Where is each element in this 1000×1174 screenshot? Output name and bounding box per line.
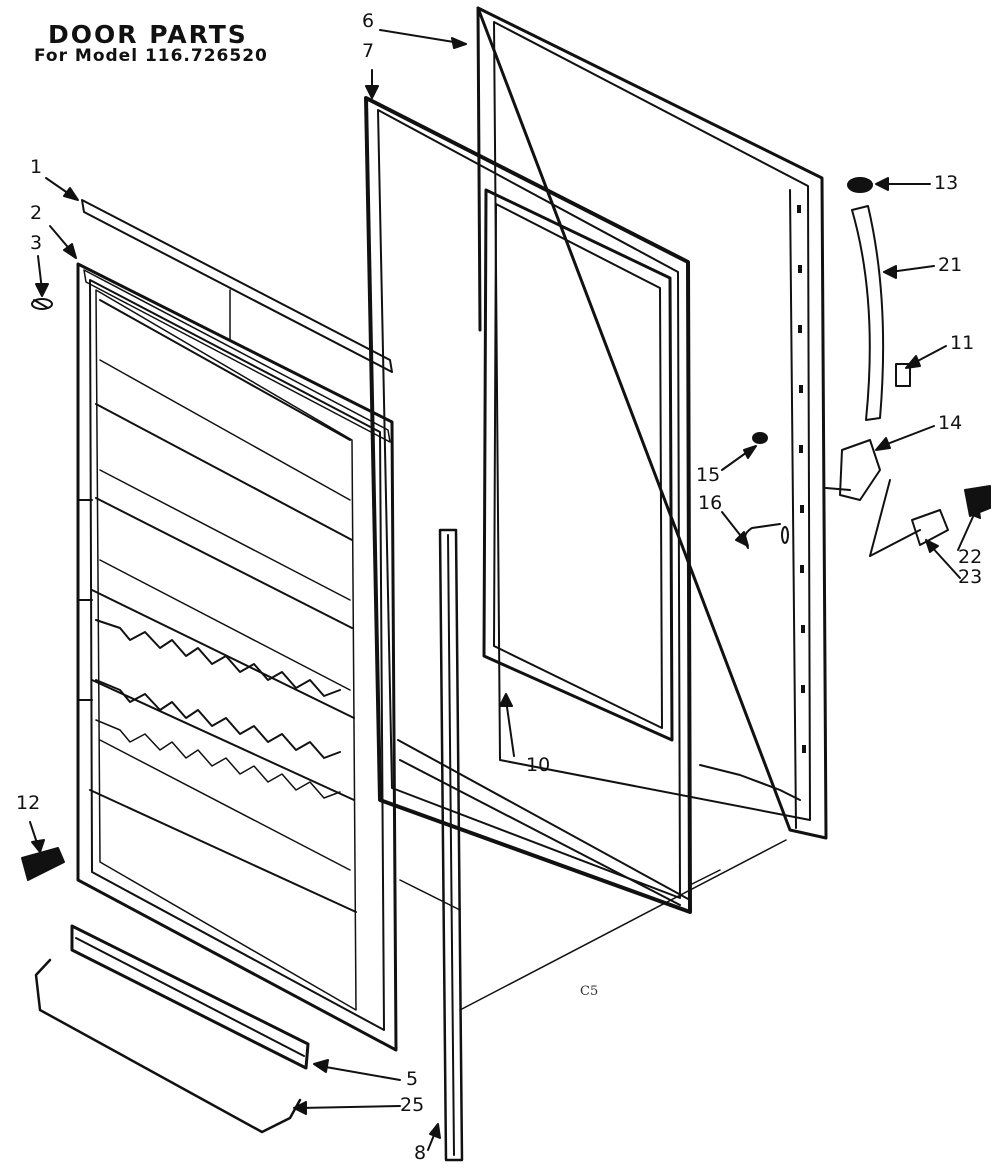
callout-3: 3 xyxy=(30,232,43,254)
callout-5: 5 xyxy=(406,1068,419,1090)
door-liner xyxy=(76,262,398,1052)
screw xyxy=(31,298,53,310)
callout-2: 2 xyxy=(30,202,43,224)
callout-6: 6 xyxy=(362,10,375,32)
diagram-code: C5 xyxy=(580,984,599,999)
page-title: DOOR PARTS xyxy=(48,20,248,49)
callout-8: 8 xyxy=(414,1142,427,1164)
callout-11: 11 xyxy=(950,332,975,354)
construction-lines xyxy=(229,289,787,1011)
breaker-strip xyxy=(438,528,464,1162)
callout-10: 10 xyxy=(526,754,551,776)
wire-rod xyxy=(34,958,302,1134)
handle-assembly xyxy=(743,177,991,557)
top-trim-strip xyxy=(81,199,393,443)
callout-25: 25 xyxy=(400,1094,425,1116)
handle-bracket xyxy=(21,847,65,881)
callout-7: 7 xyxy=(362,40,375,62)
door-gasket xyxy=(364,96,692,914)
callout-21: 21 xyxy=(938,254,963,276)
callout-1: 1 xyxy=(30,156,43,178)
callout-22: 22 xyxy=(958,546,983,568)
callout-15: 15 xyxy=(696,464,721,486)
bottom-trim xyxy=(70,924,310,1070)
callout-arrows xyxy=(29,29,981,1151)
door-outer-panel xyxy=(476,6,828,840)
callout-13: 13 xyxy=(934,172,959,194)
callout-14: 14 xyxy=(938,412,963,434)
model-subtitle: For Model 116.726520 xyxy=(34,46,268,66)
callout-12: 12 xyxy=(16,792,41,814)
callout-23: 23 xyxy=(958,566,983,588)
callout-16: 16 xyxy=(698,492,723,514)
